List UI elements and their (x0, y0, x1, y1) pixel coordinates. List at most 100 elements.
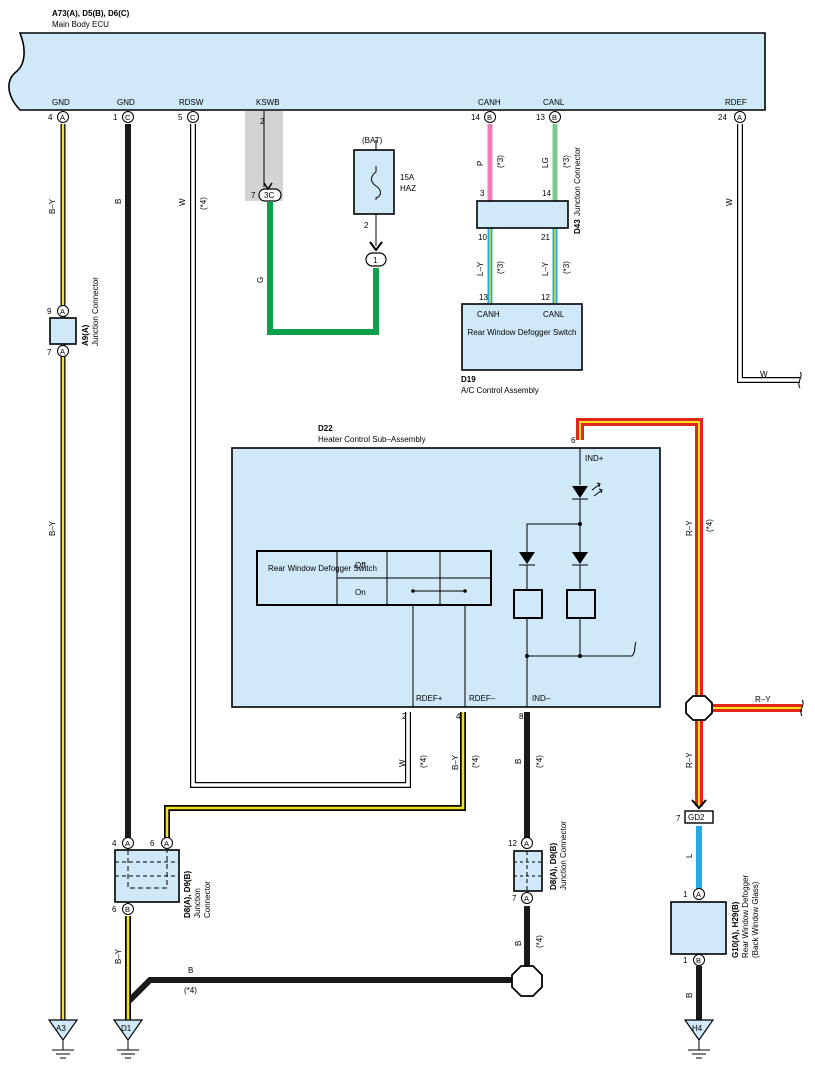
d19-box (461, 303, 583, 371)
d43-pin-21: 21 (541, 233, 550, 242)
a9-conn-top: A (60, 307, 65, 316)
g10-name: Rear Window Defogger (741, 875, 750, 958)
d8l-pin6b-conn: B (125, 905, 130, 914)
fuse-name: HAZ (400, 184, 416, 193)
wire-by-rdef-minus (164, 712, 466, 838)
ground-h4 (683, 1019, 715, 1059)
label-b-h4: B (685, 993, 694, 998)
d43-name: Junction Connector (573, 147, 582, 216)
d22-name: Heater Control Sub–Assembly (318, 435, 426, 444)
d19-canl: CANL (543, 310, 565, 319)
d22-pin-8: 8 (519, 712, 524, 721)
d8l-name-2: Connector (203, 881, 212, 918)
d19-pin-l: 12 (541, 293, 550, 302)
d19-name: A/C Control Assembly (461, 386, 539, 395)
d22-bus-left (526, 523, 580, 560)
d8l-pin4: 4 (112, 839, 117, 848)
ground-d1-label: D1 (121, 1024, 132, 1033)
label-b-d8r: B (514, 941, 523, 946)
diode-left-icon (519, 552, 535, 564)
d8l-pin6a: 6 (150, 839, 155, 848)
d43-box (476, 200, 569, 229)
gd2-label: GD2 (688, 813, 705, 822)
gd2-arrow (691, 799, 707, 810)
kswb-3c-label: 3C (264, 191, 274, 200)
wire-b-ground-bus (125, 977, 515, 1005)
fuse-element (371, 166, 381, 200)
ground-d1 (112, 1019, 144, 1059)
label-ly-2: L–Y (541, 261, 550, 276)
d8r-pin12-circle (521, 837, 533, 849)
d22-coil-right (566, 589, 596, 619)
d8r-id: D8(A), D9(B) (549, 843, 558, 890)
g10-pin-top-circle (693, 888, 705, 900)
label-b-gnd: B (114, 199, 123, 204)
d8r-pin12-conn: A (524, 839, 529, 848)
d8l-name: Junction (193, 888, 202, 918)
ecu-pin-canl (549, 111, 561, 123)
fuse-out-label: 1 (373, 256, 378, 265)
ecu-pin-num-kswb: 2 (260, 117, 265, 126)
fuse-pin: 2 (364, 221, 369, 230)
d8l-pin6b: 6 (112, 905, 117, 914)
d8l-pin4-conn: A (125, 839, 130, 848)
d8r-pin7-circle (521, 892, 533, 904)
d22-coil-left (513, 589, 543, 619)
fuse-rating: 15A (400, 173, 415, 182)
label-n4-by-d22: (*4) (471, 755, 480, 768)
d8r-name: Junction Connector (559, 821, 568, 890)
a9-pin-top-circle (57, 305, 69, 317)
wire-g-kswb (267, 202, 379, 335)
label-n4-w-d22: (*4) (419, 755, 428, 768)
diode-right-icon (572, 552, 588, 564)
g10-pin-top: 1 (683, 890, 688, 899)
d19-canh: CANH (477, 310, 500, 319)
d8l-id: D8(A), D9(B) (183, 871, 192, 918)
kswb-arrow (263, 182, 273, 191)
d8r-pin7: 7 (512, 894, 517, 903)
a9-pin-top: 9 (47, 307, 52, 316)
g10-conn-top: A (696, 890, 701, 899)
wire-w-rdef (737, 124, 800, 383)
label-by-1: B–Y (48, 198, 57, 214)
d22-rdef-plus: RDEF+ (416, 694, 443, 703)
ecu-pin-conn-canh: B (487, 113, 492, 122)
label-n4-b-d8r: (*4) (535, 935, 544, 948)
ecu-pin-num-canh: 14 (471, 113, 480, 122)
ground-h4-label: H4 (692, 1024, 703, 1033)
label-w-rdef: W (725, 198, 734, 206)
ecu-term-kswb: KSWB (256, 98, 280, 107)
label-n4-b-d22: (*4) (535, 755, 544, 768)
label-w-rdsw: W (178, 198, 187, 206)
label-ry-2: R–Y (685, 752, 694, 768)
d43-pin-3: 3 (480, 189, 485, 198)
main-body-ecu-box (8, 32, 766, 111)
gd2-connector (684, 810, 714, 824)
d8l-internal (127, 850, 168, 889)
w-rdef-end (798, 371, 802, 389)
label-ly-1: L–Y (476, 261, 485, 276)
a9-pin-bottom-circle (57, 345, 69, 357)
ry-branch-end (800, 699, 804, 717)
d43-id: D43 (573, 219, 582, 234)
d8r-dash (514, 861, 542, 877)
g10-sub: (Back Window Glass) (751, 881, 760, 958)
label-g: G (256, 277, 265, 283)
d22-switch-on: On (355, 588, 366, 597)
ecu-term-canh: CANH (478, 98, 501, 107)
label-n4-rdsw: (*4) (199, 197, 208, 210)
g10-pin-bottom-circle (693, 954, 705, 966)
d22-bottom-bus (527, 641, 637, 657)
d22-ind-minus: IND– (532, 694, 551, 703)
label-by-d22: B–Y (451, 754, 460, 770)
d8l-pin6a-conn: A (164, 839, 169, 848)
d22-switch-title-text: Rear Window Defogger Switch (268, 564, 377, 573)
wire-w-rdsw (190, 124, 411, 788)
d8r-pin12: 12 (508, 839, 517, 848)
gd2-pin: 7 (676, 814, 681, 823)
label-lg: LG (541, 157, 550, 168)
a9-box (49, 317, 77, 345)
d19-title-line: Rear Window Defogger Switch (468, 328, 577, 337)
d22-rdef-minus: RDEF– (469, 694, 496, 703)
ground-a3-label: A3 (56, 1024, 66, 1033)
